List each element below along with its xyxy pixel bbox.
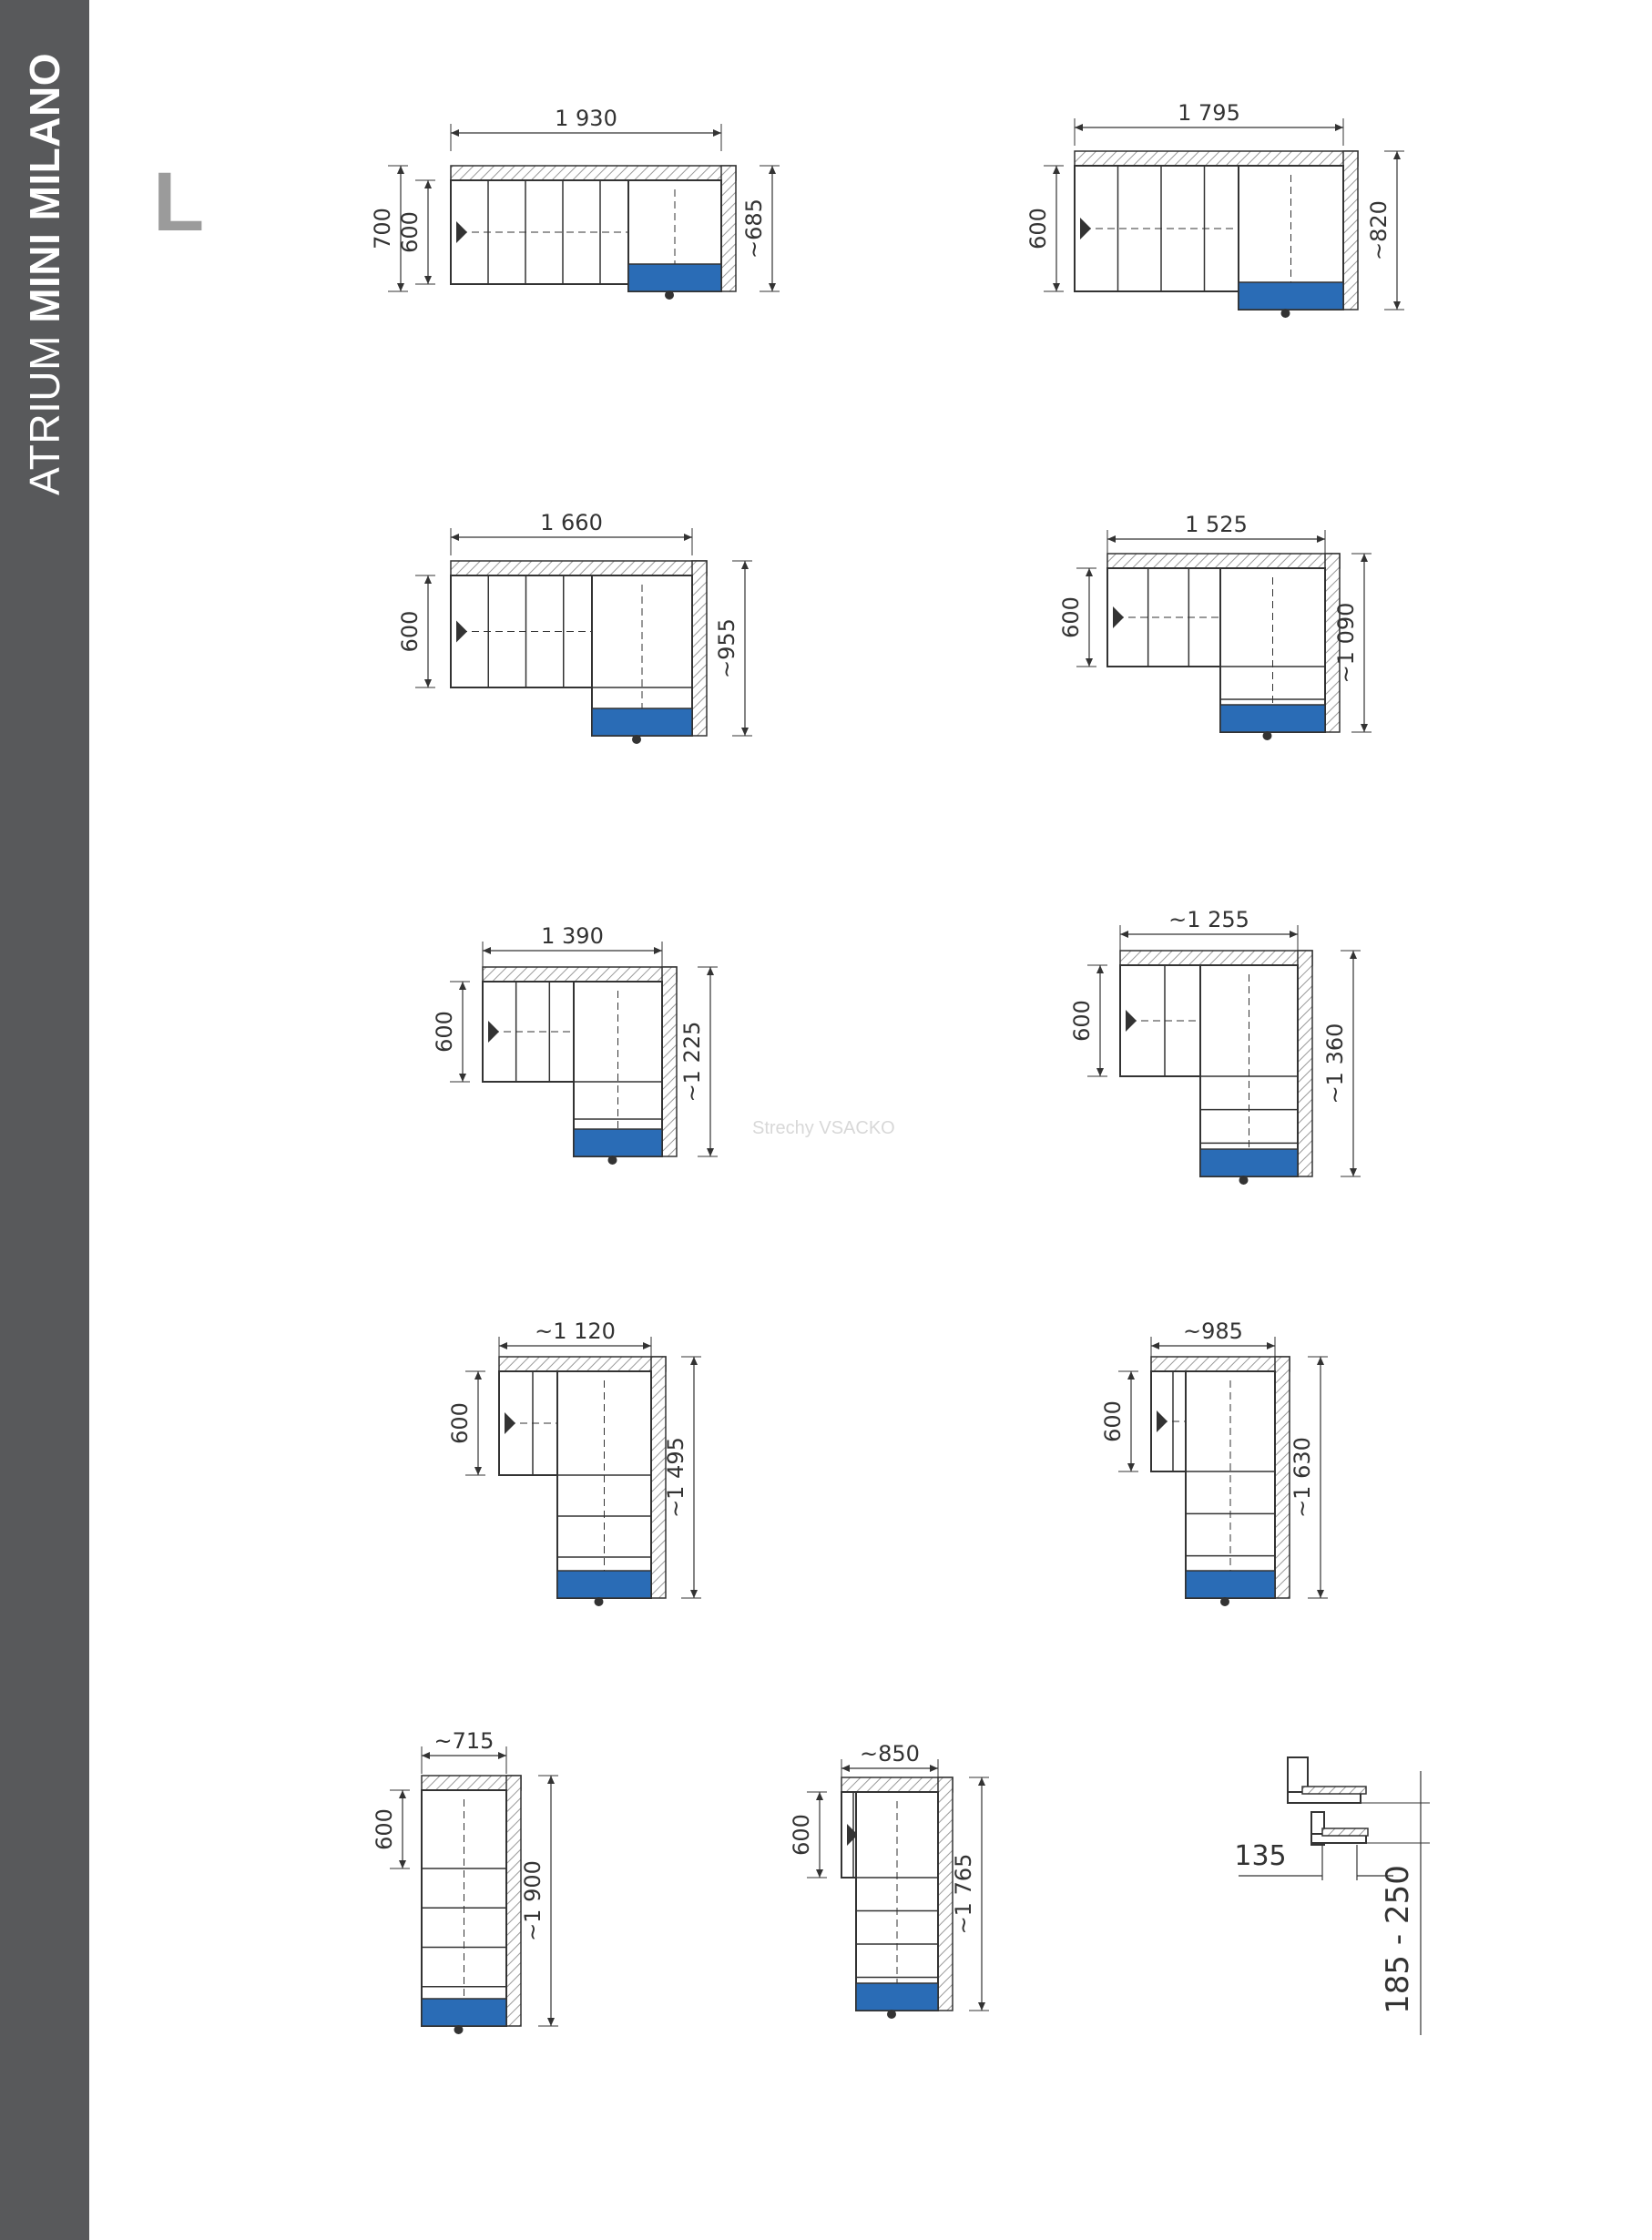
landing-step [1185,1570,1276,1599]
stair-plan-6: ~1 255 600 ~1 360 [1069,907,1361,1185]
wall-right [505,1775,522,2027]
dimension-depth: 600 [397,611,423,653]
landing-step [591,708,693,737]
dimension-height: ~820 [1366,200,1392,260]
dimension-width: 1 390 [541,923,604,949]
dimension-width: ~850 [860,1741,920,1767]
post-icon [1220,1597,1229,1606]
stair-type-letter: L [153,156,205,249]
post-icon [887,2010,896,2019]
detail-offset-label: 135 [1234,1840,1286,1872]
dimension-depth: 600 [447,1402,473,1444]
post-icon [632,735,641,744]
stair-plan-3: 1 660 600 ~955 [397,510,752,744]
wall-top [450,560,708,576]
dimension-depth: 600 [397,211,423,253]
post-icon [665,290,674,300]
landing-step [556,1570,652,1599]
step-detail: 135 185 - 250 [1234,1756,1430,2035]
wall-top [1119,950,1313,966]
dimension-height: ~685 [741,199,767,259]
wall-right [1342,150,1359,311]
detail-bracket-lower [1321,1828,1369,1837]
wall-right [661,966,678,1157]
dimension-height: ~1 900 [520,1860,546,1941]
landing-step [627,263,722,292]
stair-plan-7: ~1 120 600 ~1 495 [447,1319,701,1606]
detail-range-label: 185 - 250 [1380,1865,1416,2014]
dimension-width: 1 660 [540,510,603,535]
wall-top [841,1777,953,1793]
wall-top [482,966,678,983]
arrow-icon [847,1824,858,1846]
landing-step [855,1982,939,2011]
stair-plan-4: 1 525 600 ~1 090 [1058,512,1372,740]
stair-plan-2: 1 795 600 ~820 [1025,100,1404,318]
arrow-icon [488,1021,499,1043]
stair-plan-10: ~850 600 ~1 765 [789,1741,989,2019]
dimension-width: ~1 120 [535,1319,616,1344]
wall-right [1274,1356,1290,1599]
dimension-width: ~985 [1183,1319,1243,1344]
arrow-icon [505,1412,515,1434]
landing-step [1238,281,1344,311]
wall-top [450,165,737,181]
dimension-depth: 600 [432,1011,457,1053]
dimension-height: ~1 495 [663,1437,688,1518]
dimension-height: ~1 360 [1322,1023,1348,1105]
arrow-icon [1080,218,1091,239]
landing-step [1219,704,1326,733]
stair-plan-9: ~715 600 ~1 900 [372,1728,558,2034]
dimension-depth: 600 [1058,596,1084,638]
post-icon [594,1597,604,1606]
stair-plan-5: 1 390 600 ~1 225 [432,923,718,1165]
wall-right [691,560,708,737]
landing-step [1199,1148,1299,1177]
wall-top [1106,553,1341,569]
wall-top [1074,150,1359,167]
arrow-icon [1157,1410,1168,1432]
dimension-depth: 600 [789,1814,814,1856]
landing-step [421,1998,507,2027]
post-icon [1280,309,1290,318]
dimension-depth: 600 [1025,208,1051,249]
dimension-height: ~1 090 [1333,603,1359,684]
post-icon [1239,1176,1249,1185]
sidebar: ATRIUM MINI MILANO [0,0,89,2240]
dimension-width: 1 930 [555,106,617,131]
dimension-width: ~715 [434,1728,495,1754]
watermark: Strechy VSACKO [752,1118,895,1138]
arrow-icon [1113,606,1124,628]
dimension-width: 1 525 [1185,512,1248,537]
wall-top [498,1356,667,1372]
dimension-depth: 600 [372,1808,397,1850]
post-icon [1262,731,1272,740]
wall-right [720,165,737,292]
post-icon [607,1156,617,1165]
arrow-icon [1126,1010,1137,1032]
dimension-height: ~1 225 [679,1022,705,1103]
dimension-height: ~1 765 [951,1854,976,1935]
dimension-depth-total: 700 [370,208,395,249]
dimension-width: ~1 255 [1168,907,1249,932]
detail-bracket-upper [1301,1786,1367,1795]
dimension-height: ~1 630 [1290,1437,1315,1518]
post-icon [454,2025,464,2034]
arrow-icon [456,620,467,643]
dimension-width: 1 795 [1178,100,1240,126]
wall-right [1297,950,1313,1177]
wall-top [1150,1356,1290,1372]
dimension-height: ~955 [714,618,739,678]
dimension-depth: 600 [1100,1400,1126,1442]
landing-step [573,1128,663,1157]
stair-plan-8: ~985 600 ~1 630 [1100,1319,1328,1606]
arrow-icon [456,221,467,243]
dimension-depth: 600 [1069,1000,1095,1042]
